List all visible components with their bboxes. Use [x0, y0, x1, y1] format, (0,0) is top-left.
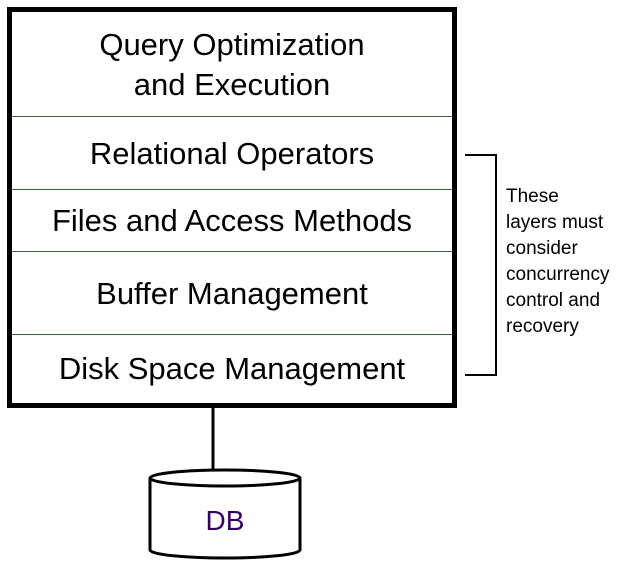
- layer-disk-space-management: Disk Space Management: [12, 335, 452, 403]
- layer-buffer-management-label: Buffer Management: [96, 275, 368, 311]
- layer-divider: [12, 251, 452, 252]
- dbms-layer-stack: Query Optimization and Execution Relatio…: [7, 7, 457, 408]
- bracket-note-line: These: [506, 186, 559, 207]
- bracket-note-line: consider: [506, 238, 578, 259]
- layer-files-access-methods: Files and Access Methods: [12, 190, 452, 252]
- bracket-note-line: control and: [506, 290, 601, 311]
- layer-buffer-management: Buffer Management: [12, 252, 452, 335]
- layer-divider: [12, 189, 452, 190]
- database-cylinder-icon: [148, 468, 302, 560]
- layer-files-access-methods-label: Files and Access Methods: [51, 203, 413, 238]
- layers-bracket: [465, 154, 497, 376]
- layer-relational-operators: Relational Operators: [12, 117, 452, 190]
- layer-disk-space-management-label: Disk Space Management: [58, 351, 406, 386]
- bracket-note-line: concurrency: [506, 264, 610, 285]
- layer-divider: [12, 116, 452, 117]
- layer-relational-operators-label: Relational Operators: [89, 135, 375, 171]
- layer-query-optimization-line-2: and Execution: [133, 66, 331, 102]
- bracket-note-line: layers must: [506, 212, 604, 233]
- bracket-note-line: recovery: [506, 316, 579, 337]
- bracket-note: These layers must consider concurrency c…: [506, 184, 630, 340]
- database-label: DB: [205, 505, 245, 536]
- layer-query-optimization: Query Optimization and Execution: [12, 12, 452, 117]
- layer-query-optimization-line-1: Query Optimization: [99, 26, 365, 62]
- layer-divider: [12, 334, 452, 335]
